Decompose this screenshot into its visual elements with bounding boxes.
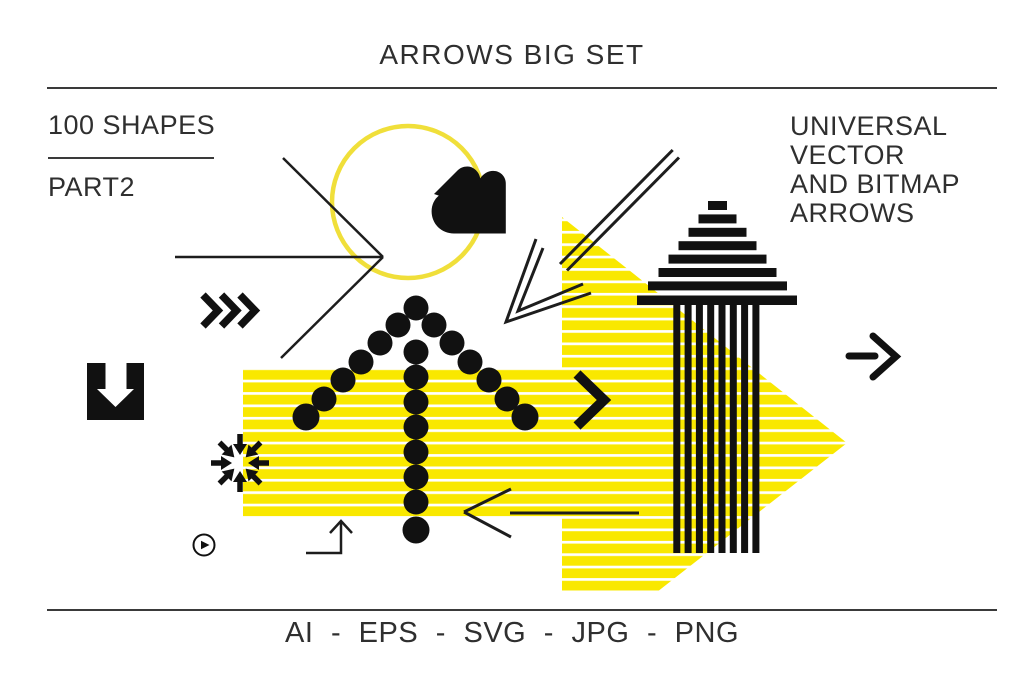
description-line: UNIVERSAL	[790, 111, 948, 141]
part-label: PART2	[48, 172, 136, 202]
small-right-arrow-icon	[845, 332, 902, 381]
page-title: ARROWS BIG SET	[379, 39, 645, 70]
shapes-count-label: 100 SHAPES	[48, 110, 216, 140]
download-box-icon	[87, 363, 144, 420]
bold-chevron-right-icon	[573, 370, 612, 430]
collapse-arrows-icon	[211, 434, 269, 492]
bar-pyramid-up-arrow-icon	[637, 201, 797, 553]
description-block: UNIVERSAL VECTOR AND BITMAP ARROWS	[790, 112, 960, 228]
bent-up-arrow-icon	[306, 519, 353, 555]
double-line-down-left-arrow-icon	[503, 148, 681, 325]
description-line: AND BITMAP	[790, 169, 961, 199]
triple-chevron-right-icon	[200, 292, 261, 329]
thin-left-arrow-icon	[463, 487, 639, 539]
file-formats-label: AI - EPS - SVG - JPG - PNG	[285, 617, 739, 649]
play-circle-icon	[192, 533, 216, 557]
heart-icon	[431, 166, 506, 234]
description-line: VECTOR	[790, 140, 906, 170]
description-line: ARROWS	[790, 198, 915, 228]
thin-right-arrow-icon	[175, 157, 384, 359]
dotted-up-arrow-icon	[292, 295, 539, 544]
